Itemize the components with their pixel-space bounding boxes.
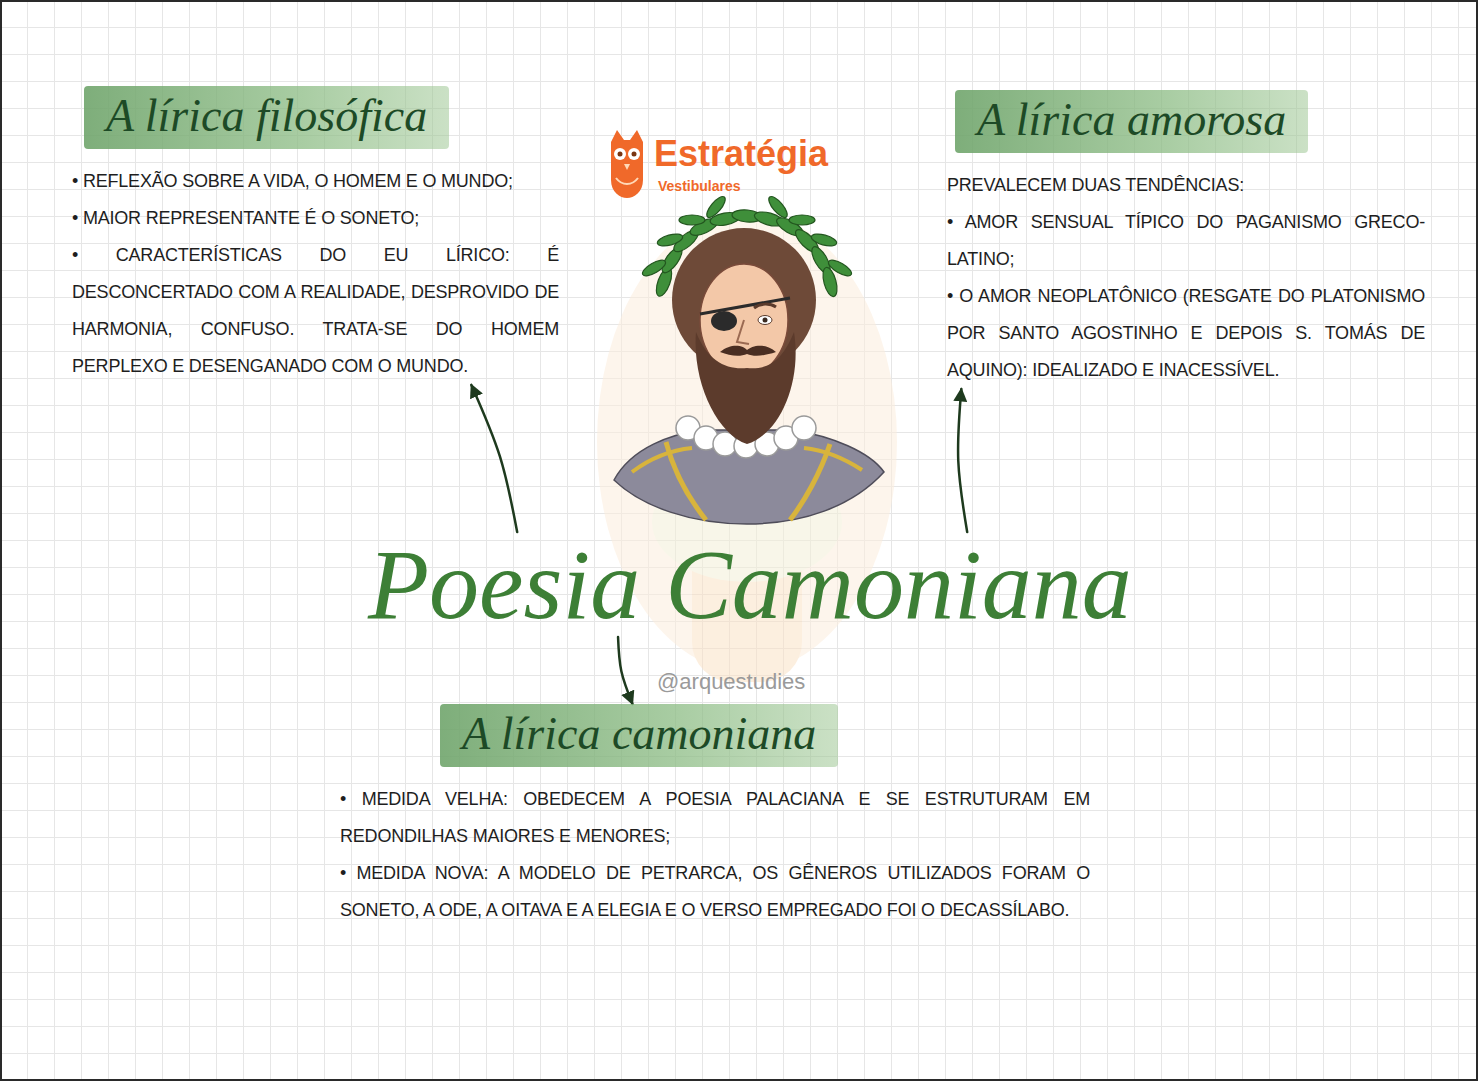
logo-wordmark: Estratégia (654, 134, 828, 174)
camoes-portrait (700, 298, 790, 314)
owl-logo-icon (624, 164, 630, 170)
section-box: A lírica camoniana • MEDIDA VELHA: OBEDEC… (340, 704, 1090, 929)
camoes-portrait (790, 444, 830, 520)
section-box: A lírica amorosaPREVALECEM DUAS TENDÊNCI… (947, 90, 1425, 389)
central-title: Poesia Camoniana (362, 532, 1138, 637)
owl-logo-icon (614, 148, 626, 160)
bullet-text: • MAIOR REPRESENTANTE É O SONETO; (72, 200, 559, 237)
owl-logo-icon (632, 152, 637, 157)
arrow-connector (618, 637, 632, 704)
laurel-wreath (640, 194, 854, 298)
section-heading: A lírica camoniana (440, 704, 838, 767)
laurel-wreath (766, 194, 790, 220)
bullet-text: • CARACTERÍSTICAS DO EU LÍRICO: É DESCON… (72, 237, 559, 385)
laurel-wreath (656, 232, 684, 248)
section-box: A lírica filosófica • REFLEXÃO SOBRE A VI… (72, 86, 559, 385)
owl-logo-icon (618, 152, 623, 157)
bullet-text: • O AMOR NEOPLATÔNICO (RESGATE DO PLATON… (947, 278, 1425, 389)
section-heading: A lírica amorosa (955, 90, 1308, 153)
camoes-portrait (737, 320, 749, 344)
bullet-text: PREVALECEM DUAS TENDÊNCIAS: (947, 167, 1425, 204)
owl-logo-icon (611, 130, 643, 198)
arrow-connector (471, 385, 517, 532)
camoes-portrait (632, 448, 692, 472)
camoes-portrait (804, 448, 862, 470)
laurel-wreath (704, 194, 728, 220)
arrow-connector (958, 389, 967, 532)
section-heading: A lírica filosófica (84, 86, 449, 149)
camoes-portrait (720, 346, 776, 356)
camoes-portrait (763, 318, 768, 323)
logo-subtitle: Vestibulares (658, 179, 741, 194)
camoes-portrait (758, 316, 772, 325)
owl-logo-icon (628, 148, 640, 160)
owl-logo-icon (616, 178, 638, 184)
laurel-wreath (789, 215, 815, 225)
laurel-wreath (826, 257, 854, 279)
central-title-text: Poesia Camoniana (368, 532, 1132, 637)
laurel-wreath (679, 215, 705, 225)
bullet-text: • MEDIDA VELHA: OBEDECEM A POESIA PALACI… (340, 781, 1090, 855)
owl-logo-icon (611, 130, 643, 198)
laurel-wreath (810, 232, 838, 248)
bullet-text: • AMOR SENSUAL TÍPICO DO PAGANISMO GRECO… (947, 204, 1425, 278)
camoes-portrait (614, 430, 884, 524)
watermark: @arquestudies (657, 670, 805, 694)
bullet-text: • MEDIDA NOVA: A MODELO DE PETRARCA, OS … (340, 855, 1090, 929)
ruff-collar (792, 416, 816, 440)
bullet-text: • REFLEXÃO SOBRE A VIDA, O HOMEM E O MUN… (72, 163, 559, 200)
camoes-portrait (696, 332, 796, 444)
camoes-portrait (614, 194, 884, 524)
camoes-portrait (711, 311, 737, 331)
camoes-portrait (754, 304, 776, 308)
laurel-wreath (640, 257, 668, 279)
